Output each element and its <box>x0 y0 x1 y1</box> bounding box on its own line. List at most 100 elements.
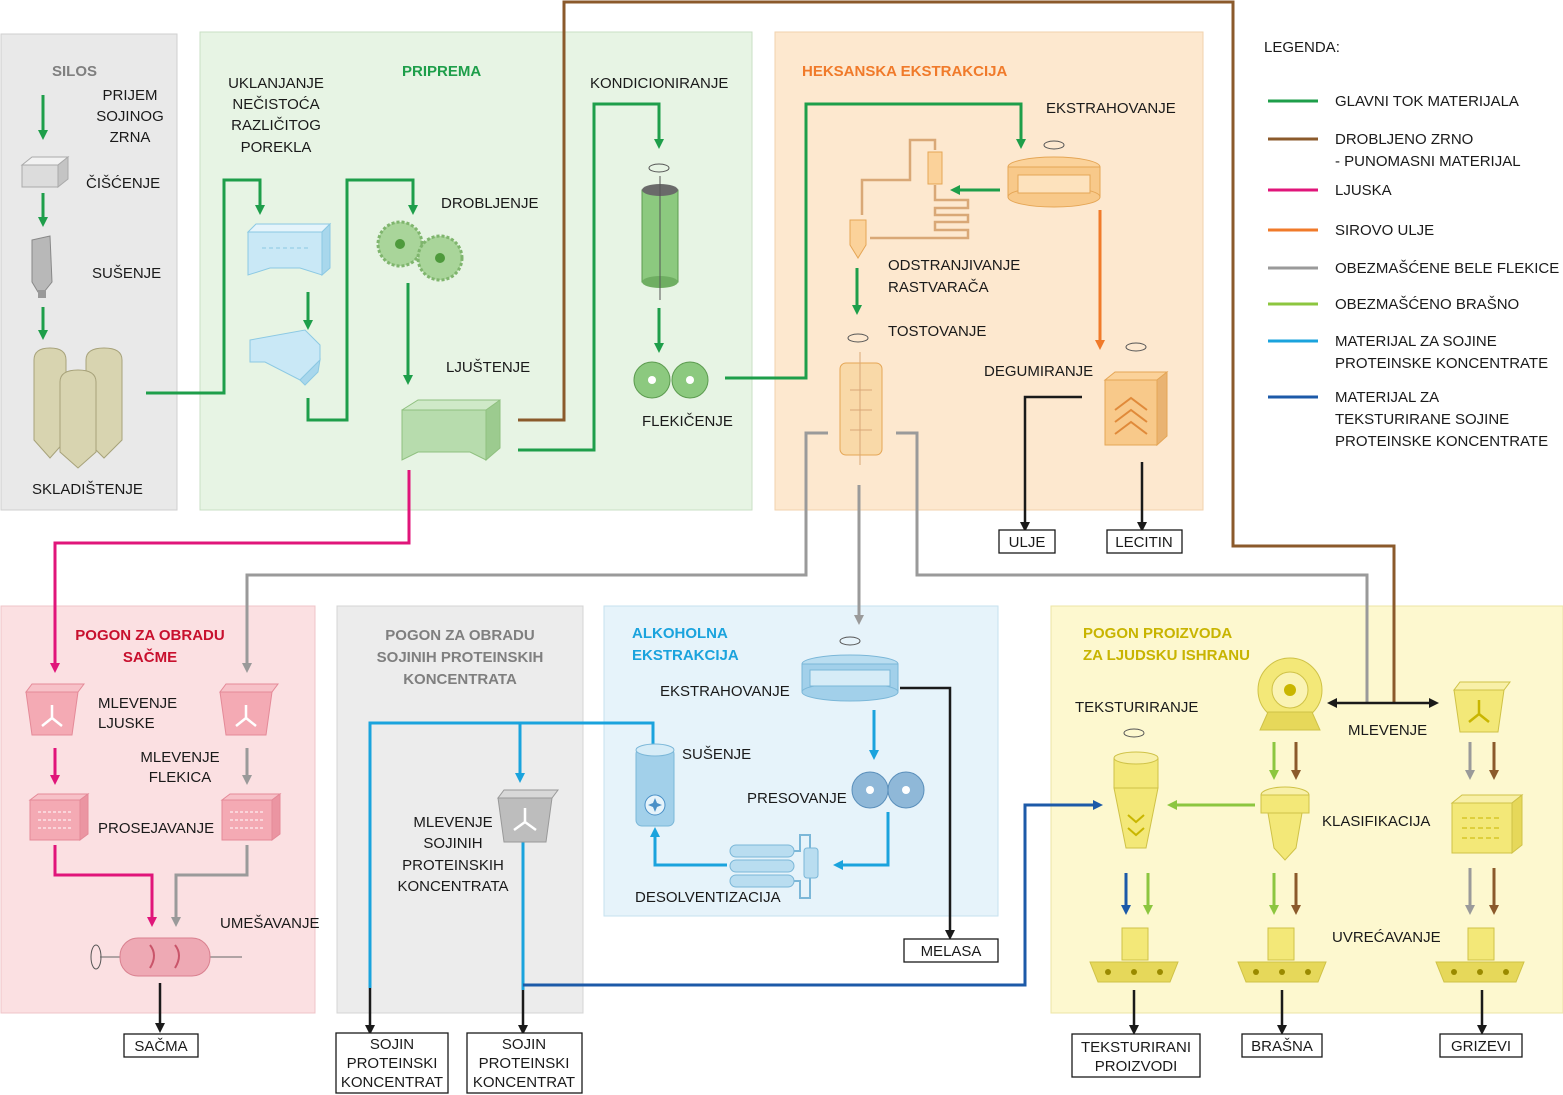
output-ulje-box <box>998 529 1056 554</box>
label-presovanje: PRESOVANJE <box>747 790 847 807</box>
flow-ljuska-3 <box>53 845 157 927</box>
label-mlevenje-spk-4: KONCENTRATA <box>397 878 508 895</box>
flow-alk-3 <box>650 827 727 867</box>
label-ljustenje: LJUŠTENJE <box>446 359 530 376</box>
flow-silos-to-priprema <box>146 178 265 395</box>
legend-item-3: SIROVO ULJE <box>1335 222 1434 239</box>
label-drobljenje: DROBLJENJE <box>441 195 539 212</box>
mill-icon-ljudska <box>1257 657 1323 731</box>
huller-icon <box>401 399 501 462</box>
crusher-icon <box>376 220 464 282</box>
step-labels: PRIJEM SOJINOG ZRNA ČIŠĆENJE SUŠENJE SKL… <box>32 75 1441 946</box>
bagging-icon-1 <box>1089 927 1179 983</box>
section-title-spk-3: KONCENTRATA <box>403 671 517 688</box>
label-ciscenje: ČIŠĆENJE <box>86 175 160 192</box>
toaster-icon <box>839 333 883 465</box>
label-uklanjanje-3: RAZLIČITOG <box>231 117 321 134</box>
legend-item-7b: TEKSTURIRANE SOJINE <box>1335 411 1509 428</box>
flow-gray-right <box>896 431 1369 703</box>
output-spk1-box <box>335 1032 449 1094</box>
output-spk2-3: KONCENTRAT <box>473 1074 575 1091</box>
solvent-recovery-icon <box>849 138 970 259</box>
output-sacma-box <box>123 1033 199 1058</box>
label-odstranjivanje-2: RASTVARAČA <box>888 279 989 296</box>
label-uklanjanje-1: UKLANJANJE <box>228 75 324 92</box>
legend-item-1b: - PUNOMASNI MATERIJAL <box>1335 153 1521 170</box>
output-brasna: BRAŠNA <box>1251 1038 1313 1055</box>
output-brasna-box <box>1241 1033 1323 1058</box>
flow-alk-left <box>368 721 520 988</box>
label-kondicioniranje: KONDICIONIRANJE <box>590 75 728 92</box>
label-skladistenje: SKLADIŠTENJE <box>32 481 143 498</box>
label-mlevenje: MLEVENJE <box>1348 722 1427 739</box>
degummer-icon <box>1103 342 1169 447</box>
output-boxes: ULJE LECITIN SAČMA SOJIN PROTEINSKI KONC… <box>123 529 1523 1094</box>
legend-item-6b: PROTEINSKE KONCENTRATE <box>1335 355 1548 372</box>
label-flekicenje: FLEKIČENJE <box>642 413 733 430</box>
section-title-ljudska-2: ZA LJUDSKU ISHRANU <box>1083 647 1250 664</box>
legend-item-0: GLAVNI TOK MATERIJALA <box>1335 93 1519 110</box>
legend-title: LEGENDA: <box>1264 39 1340 56</box>
label-mlevenje-flekica-2: FLEKICA <box>149 769 212 786</box>
output-sacma: SAČMA <box>134 1038 187 1055</box>
output-spk2-2: PROTEINSKI <box>479 1055 570 1072</box>
sieve-icon-1 <box>28 793 90 841</box>
output-lecitin-box <box>1106 529 1183 554</box>
section-title-spk-1: POGON ZA OBRADU <box>385 627 534 644</box>
flow-alk-to-mlev <box>515 721 655 783</box>
silo-icon <box>33 347 123 469</box>
dryer-icon <box>31 235 53 298</box>
output-lecitin: LECITIN <box>1115 534 1173 551</box>
section-title-sacma-1: POGON ZA OBRADU <box>75 627 224 644</box>
flow-melasa <box>900 686 955 940</box>
label-uklanjanje-2: NEČISTOĆA <box>232 96 319 113</box>
label-mlevenje-ljuske-1: MLEVENJE <box>98 695 177 712</box>
label-uklanjanje-4: POREKLA <box>241 139 312 156</box>
legend-item-4: OBEZMAŠĆENE BELE FLEKICE <box>1335 260 1559 277</box>
section-title-silos: SILOS <box>52 63 97 80</box>
label-tostovanje: TOSTOVANJE <box>888 323 986 340</box>
flow-lines <box>38 0 1499 1035</box>
label-mlevenje-ljuske-2: LJUSKE <box>98 715 155 732</box>
desolventizer-icon <box>729 834 819 899</box>
label-uvrecavanje: UVREĆAVANJE <box>1332 929 1441 946</box>
label-umesavanje: UMEŠAVANJE <box>220 915 319 932</box>
flow-brown <box>518 0 1396 703</box>
label-ekstrahovanje2: EKSTRAHOVANJE <box>660 683 790 700</box>
extractor-icon-alk <box>801 636 899 702</box>
output-spk1-2: PROTEINSKI <box>347 1055 438 1072</box>
conditioner-icon <box>641 163 679 300</box>
dryer-icon-alk <box>635 743 675 827</box>
label-mlevenje-spk-3: PROTEINSKIH <box>402 857 504 874</box>
mill-icon-grizevi <box>1453 681 1511 733</box>
label-prijem-2: SOJINOG <box>96 108 164 125</box>
extractor-icon <box>1007 140 1101 208</box>
mill-icon-spk <box>497 789 559 843</box>
legend-item-2: LJUSKA <box>1335 182 1392 199</box>
legend-item-7a: MATERIJAL ZA <box>1335 389 1439 406</box>
flow-gray-3 <box>171 845 249 927</box>
section-title-spk-2: SOJINIH PROTEINSKIH <box>377 649 544 666</box>
sieve-cleaner-icon <box>246 222 332 277</box>
bagging-icon-3 <box>1435 927 1525 983</box>
extruder-icon <box>1113 728 1159 849</box>
flow-to-kond <box>518 102 664 452</box>
flow-blue-teks <box>523 800 1103 987</box>
output-ulje: ULJE <box>1009 534 1046 551</box>
label-desolventizacija: DESOLVENTIZACIJA <box>635 889 781 906</box>
label-klasifikacija: KLASIFIKACIJA <box>1322 813 1430 830</box>
label-susenje: SUŠENJE <box>92 265 161 282</box>
flow-ljuska <box>50 470 411 673</box>
label-prosejavanje: PROSEJAVANJE <box>98 820 214 837</box>
output-melasa-box <box>903 938 999 963</box>
label-ekstrahovanje: EKSTRAHOVANJE <box>1046 100 1176 117</box>
section-title-priprema: PRIPREMA <box>402 63 481 80</box>
flow-to-ekstr <box>725 102 1026 380</box>
section-title-ljudska-1: POGON PROIZVODA <box>1083 625 1232 642</box>
label-mlevenje-spk-2: SOJINIH <box>423 835 482 852</box>
bagging-icon-2 <box>1237 927 1327 983</box>
legend-item-6a: MATERIJAL ZA SOJINE <box>1335 333 1497 350</box>
output-teksturirani-box <box>1071 1033 1201 1078</box>
press-icon <box>851 771 925 809</box>
